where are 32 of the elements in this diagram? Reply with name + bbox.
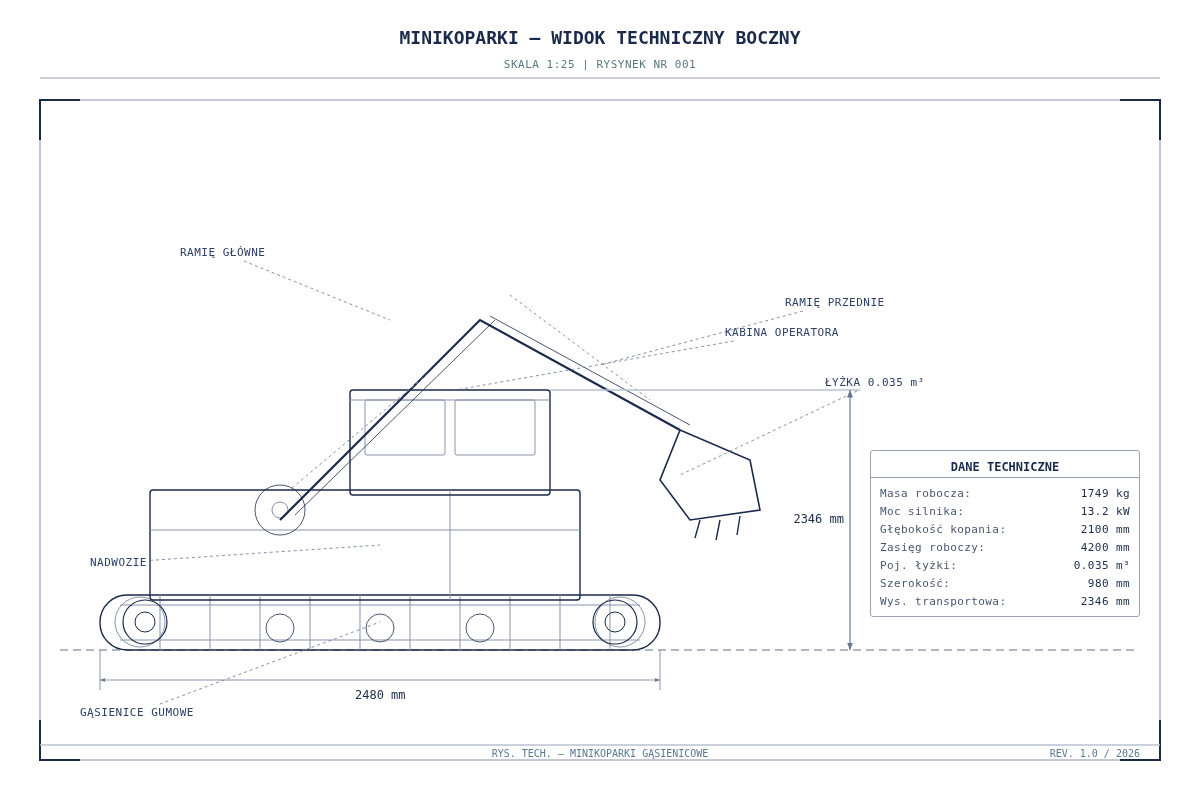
spec-name: Szerokość: xyxy=(880,576,951,590)
callout-label: KABINA OPERATORA xyxy=(725,326,839,339)
callout-label: RAMIĘ PRZEDNIE xyxy=(785,296,885,309)
spec-name: Masa robocza: xyxy=(880,486,972,500)
spec-name: Głębokość kopania: xyxy=(880,522,1007,536)
footer-text: REV. 1.0 / 2026 xyxy=(1049,748,1140,759)
leader-line xyxy=(679,390,858,476)
spec-value: 1749 kg xyxy=(1080,486,1130,500)
dimension-label: 2346 mm xyxy=(793,512,844,526)
spec-table xyxy=(870,450,1140,617)
subtitle: SKALA 1:25 | RYSYNEK NR 001 xyxy=(503,58,697,71)
spec-value: 980 mm xyxy=(1087,576,1130,590)
leader-line xyxy=(243,260,391,321)
spec-name: Wys. transportowa: xyxy=(880,594,1007,608)
dimension-label: 2480 mm xyxy=(355,688,406,702)
title: MINIKOPARKI – WIDOK TECHNICZNY BOCZNY xyxy=(399,27,801,48)
spec-value: 4200 mm xyxy=(1080,540,1130,554)
spec-value: 13.2 kW xyxy=(1080,504,1130,518)
leader-line xyxy=(159,621,381,705)
spec-value: 2100 mm xyxy=(1080,522,1130,536)
spec-name: Zasięg roboczy: xyxy=(880,540,986,554)
callout-label: RAMIĘ GŁÓWNE xyxy=(180,246,266,259)
spec-name: Moc silnika: xyxy=(880,504,965,518)
spec-name: Poj. łyżki: xyxy=(880,558,958,572)
table-heading: DANE TECHNICZNE xyxy=(950,460,1060,474)
callout-label: NADWOZIE xyxy=(90,556,147,569)
spec-value: 0.035 m³ xyxy=(1073,558,1130,572)
footer-text: RYS. TECH. – MINIKOPARKI GĄSIENICOWE xyxy=(491,748,709,759)
callout-label: GĄSIENICE GUMOWE xyxy=(80,706,194,719)
leader-line xyxy=(149,544,381,561)
callout-label: ŁYŻKA 0.035 m³ xyxy=(825,376,925,389)
spec-value: 2346 mm xyxy=(1080,594,1130,608)
